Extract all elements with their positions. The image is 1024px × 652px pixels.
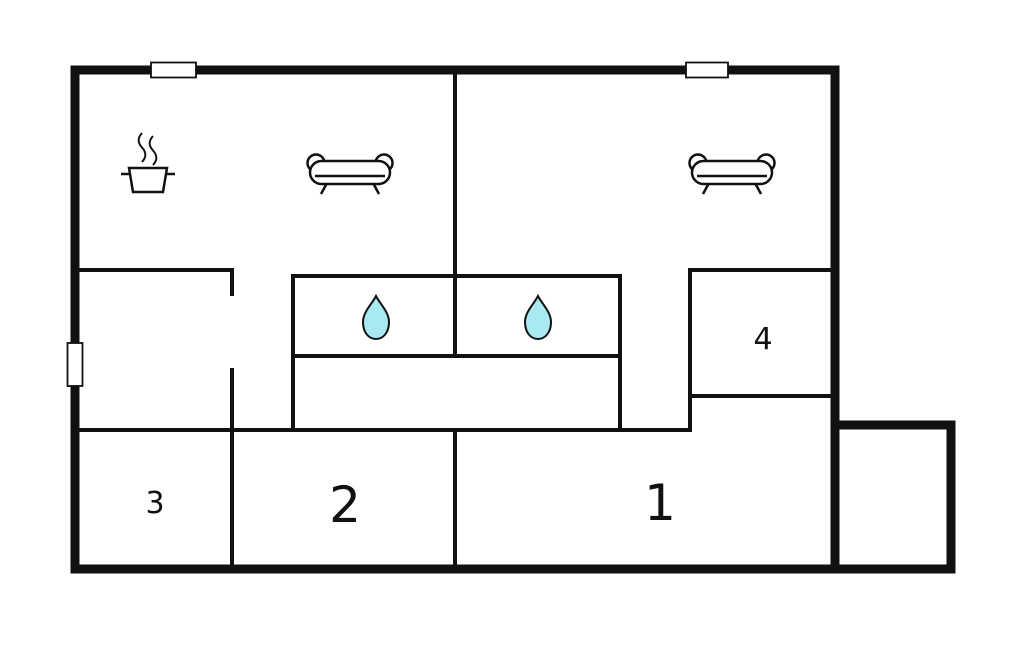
outer-wall: [70, 65, 956, 574]
steam-icon: [137, 132, 147, 163]
room-3-label: 3: [145, 486, 164, 521]
steam-icon: [148, 135, 158, 166]
window-icon: [685, 61, 729, 79]
room-4-label: 4: [753, 322, 772, 357]
water-drop-icon: [524, 295, 552, 340]
windows: [66, 61, 729, 387]
water-drop-icon: [362, 295, 390, 340]
room-2-label: 2: [329, 476, 361, 534]
window-icon: [66, 342, 84, 387]
walls: [70, 65, 956, 574]
stove-pot-icon: [121, 132, 175, 194]
sofa-icon: [306, 153, 394, 196]
room-1-label: 1: [644, 474, 676, 532]
window-icon: [150, 61, 197, 79]
pot-body: [127, 166, 169, 194]
sofa-icon: [688, 153, 776, 196]
